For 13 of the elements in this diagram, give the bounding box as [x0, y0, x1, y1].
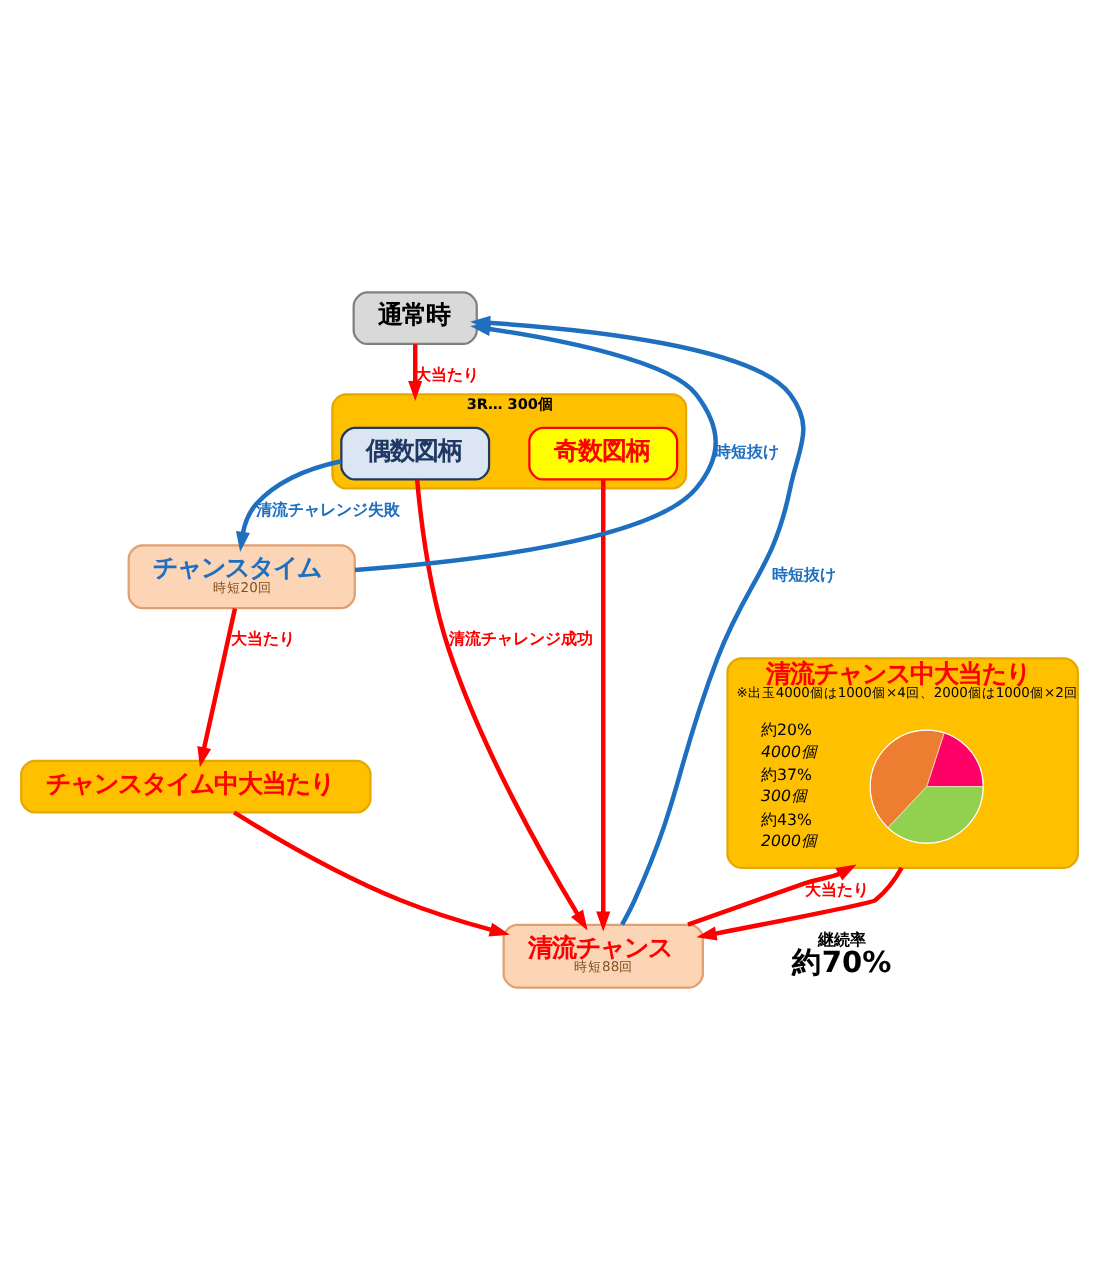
arrow	[687, 864, 857, 927]
arrow	[232, 810, 510, 937]
node-box: 奇数図柄	[528, 426, 679, 481]
arrow	[414, 479, 588, 931]
arrow	[596, 479, 611, 932]
arrow	[197, 608, 238, 768]
node-box: 通常時	[352, 291, 478, 346]
node-box: 偶数図柄	[340, 426, 491, 481]
arrow	[408, 344, 423, 402]
label: 約70%	[791, 945, 892, 980]
node-box: チャンスタイム中大当たり	[20, 759, 372, 814]
arrow	[696, 866, 904, 941]
arrow	[235, 459, 342, 553]
